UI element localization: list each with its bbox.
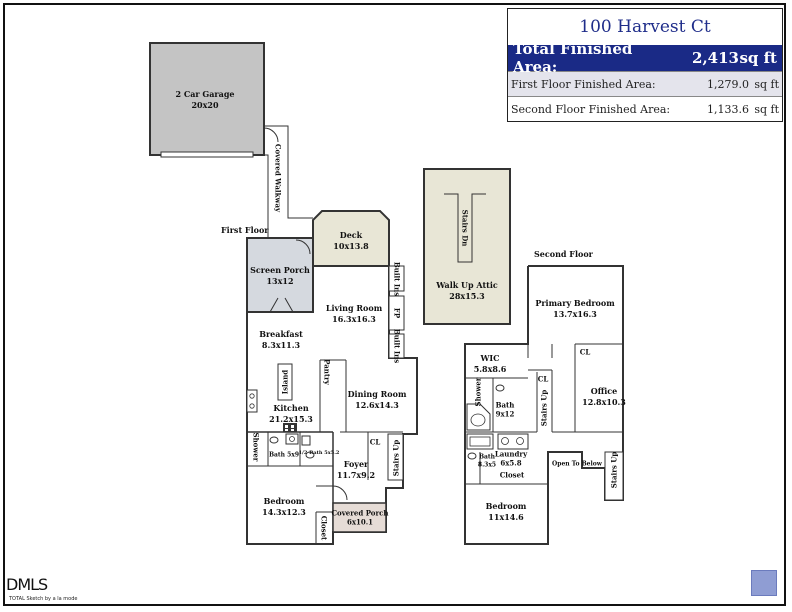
second-floor-area-value: 1,133.6 [707, 102, 749, 116]
screen-porch-area [246, 237, 314, 313]
second-floor-title: Second Floor [534, 249, 593, 259]
total-area-label: Total Finished Area: [513, 40, 633, 76]
first-floor-area-unit: sq ft [754, 77, 779, 91]
first-floor-area-label: First Floor Finished Area: [511, 77, 656, 91]
stairs-up-label-3: Stairs Up [609, 451, 619, 489]
total-area-value: 2,413 [692, 49, 739, 67]
garage-area [149, 42, 265, 156]
closet-label-3: CL [579, 347, 591, 357]
closet-label-5: Closet [499, 470, 525, 480]
attic-area [423, 168, 511, 325]
fireplace-label: FP [392, 307, 402, 319]
first-floor-title: First Floor [221, 225, 269, 235]
half-bath-label: 1/2 Bath 5x5.2 [298, 450, 340, 456]
covered-porch-area [332, 502, 387, 533]
garage-door [160, 151, 254, 158]
stairs-up-label-2: Stairs Up [539, 389, 549, 427]
stairs-up-label-1: Stairs Up [391, 439, 401, 477]
closet-label-1: CL [369, 437, 381, 447]
island-label: Island [280, 369, 290, 395]
total-area-row: Total Finished Area: 2,413 sq ft [508, 40, 782, 76]
equal-housing-icon [751, 570, 777, 596]
covered-walkway-label: Covered Walkway [273, 143, 283, 213]
garage-door-swing [263, 127, 279, 143]
bath-label-1: Bath 5x9 [268, 451, 300, 459]
closet-label-4: CL [537, 374, 549, 384]
first-floor-area-row: First Floor Finished Area: 1,279.0 sq ft [508, 71, 782, 96]
built-in-label-2: Built Ins [392, 328, 402, 364]
first-floor-area-value: 1,279.0 [707, 77, 749, 91]
shower-label-2: Shower [473, 377, 483, 407]
pantry-label: Pantry [322, 359, 332, 385]
total-area-unit: sq ft [739, 49, 777, 67]
sketch-credit: TOTAL Sketch by a la mode [9, 596, 78, 602]
second-floor-area-row: Second Floor Finished Area: 1,133.6 sq f… [508, 96, 782, 121]
area-summary-table: 100 Harvest Ct Total Finished Area: 2,41… [507, 8, 783, 122]
mls-logo: DMLS [6, 575, 48, 594]
walkway-outline-left [264, 154, 269, 238]
second-floor-area-label: Second Floor Finished Area: [511, 102, 671, 116]
property-address: 100 Harvest Ct [579, 17, 711, 37]
closet-label-2: Closet [319, 515, 329, 541]
kitchen-island [277, 363, 293, 401]
shower-label-1: Shower [251, 432, 261, 462]
screen-porch-door [295, 239, 311, 255]
open-to-below-label: Open To Below [552, 460, 602, 468]
stairs-down-label: Stairs Dn [460, 209, 470, 247]
walkway-outline [264, 125, 313, 219]
built-in-label-1: Built Ins [392, 261, 402, 297]
second-floor-area-unit: sq ft [754, 102, 779, 116]
